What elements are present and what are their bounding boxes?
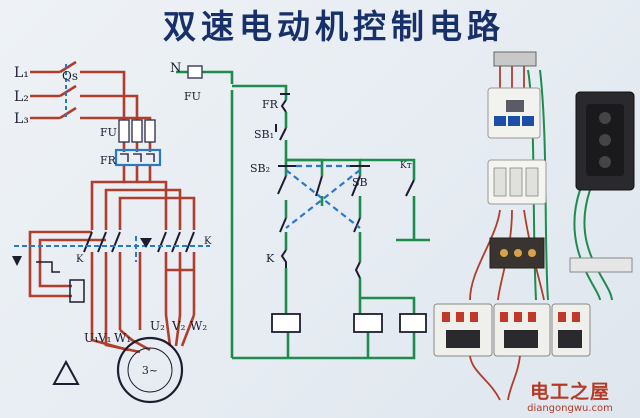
label-k-main: K [204,236,212,247]
motor-inner [127,347,173,393]
mid-arrow [140,238,152,248]
label-kt: Kᴛ [400,161,412,171]
label-fu-main: FU [100,126,117,139]
watermark-cn: 电工之屋 [529,381,610,403]
hw-button-3 [599,156,611,168]
fuse-ctrl [187,65,203,79]
label-u1: U₁ [84,331,99,345]
motor [116,336,184,404]
label-qs: Qs [62,69,78,83]
fr-left-symbols [36,261,85,303]
label-sb2: SB₂ [250,162,270,175]
label-v1: V₁ [97,331,111,345]
label-l3: L₃ [14,111,29,127]
fr-main-box [114,148,162,167]
labels: L₁ L₂ L₃ Qs N FU FU FR FR SB₁ SB₂ SB K K… [14,61,412,345]
hw-button-2 [599,134,611,146]
label-km-ctrl: K [266,252,275,265]
hw-top-terminals [493,51,537,67]
coil-km1 [271,313,301,333]
ctrl-interlock [285,164,361,229]
coil-km2 [353,313,383,333]
main-contacts [83,231,195,253]
hw-breaker [487,87,541,139]
label-v2: V₂ [171,319,186,333]
label-l1: L₁ [14,65,29,81]
label-fr-main: FR [100,154,117,167]
main-circuit [28,60,196,354]
left-arrow [12,256,22,266]
watermark: 电工之屋 diangongwu.com [506,377,634,414]
label-w2: W₂ [190,319,207,333]
ctrl-contacts [275,93,415,279]
coils [271,313,427,333]
hw-button-1 [599,112,611,124]
label-w1: W₁ [114,331,131,345]
hardware [433,51,635,401]
hw-terminal-strip [569,257,633,273]
label-k-left: K [76,254,84,265]
label-sb1: SB₁ [254,128,274,141]
label-sb: SB [352,176,368,189]
motor-label: 3~ [142,364,158,377]
label-fr-ctrl: FR [262,98,279,111]
fuse-main [118,119,156,143]
label-fu-ctrl: FU [184,90,201,103]
fr-main-elements [120,153,155,162]
main-mech-links [14,236,210,262]
panel-title: 双速电动机控制电路 [163,7,505,46]
label-u2: U₂ [150,319,165,333]
coil-kt [399,313,427,333]
label-n: N [170,61,181,76]
label-l2: L₂ [14,89,29,105]
watermark-url: diangongwu.com [527,403,613,414]
delta-symbol [52,359,80,385]
